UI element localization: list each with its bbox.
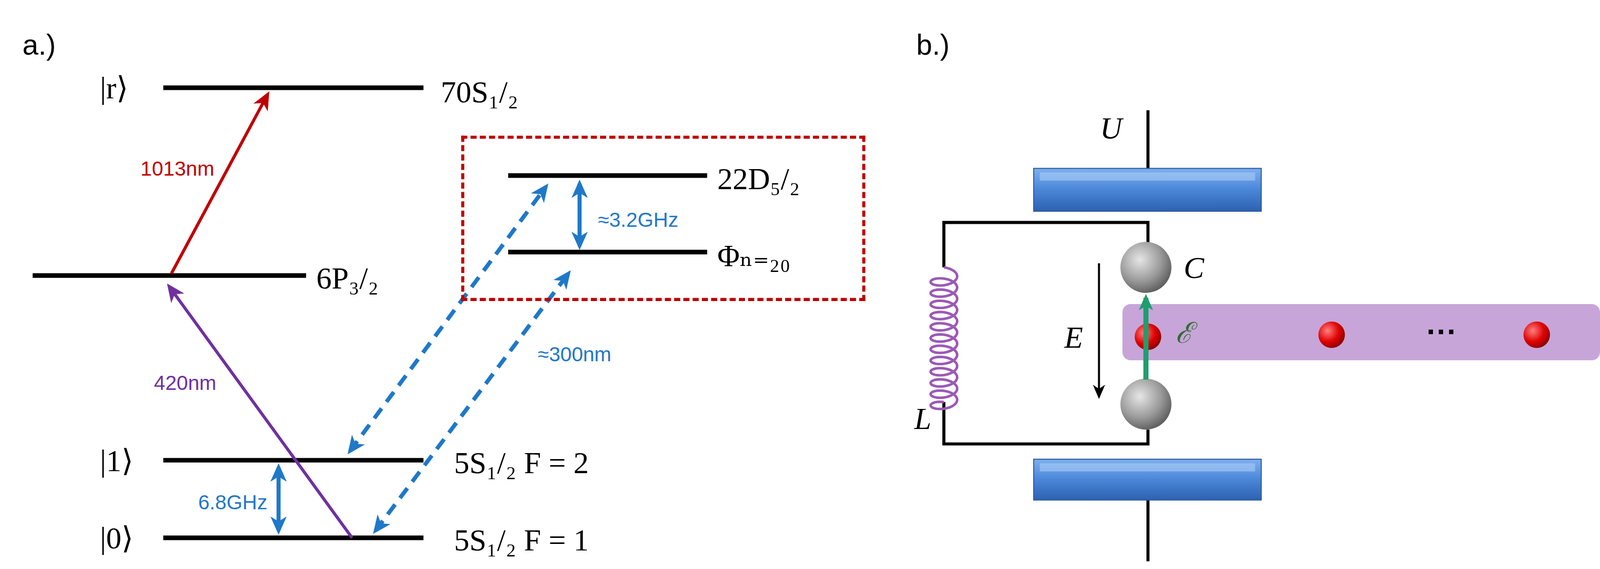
capacitor-label: C [1183, 250, 1205, 284]
level-line [163, 535, 424, 540]
laser-arrow [169, 286, 353, 538]
transition-arrow [350, 186, 546, 452]
panel-letter: a.) [22, 30, 56, 62]
capacitor-plate [1033, 168, 1262, 212]
wavelength-label: ≈300nm [537, 342, 612, 366]
plate-bevel [1039, 463, 1255, 472]
electrode-sphere [1120, 378, 1172, 430]
frequency-label: 6.8GHz [198, 490, 268, 514]
wavelength-label: 420nm [154, 371, 217, 394]
field-symbol: ℰ [1175, 318, 1194, 350]
level-line [508, 173, 708, 178]
voltage-label: U [1099, 110, 1122, 145]
level-label: 22D₅/₂ [717, 161, 801, 196]
electrode-sphere [1120, 241, 1172, 294]
transition-arrow [375, 273, 568, 531]
wavelength-label: 1013nm [140, 157, 215, 180]
level-label: 70S₁/₂ [441, 74, 519, 109]
level-line [508, 249, 708, 255]
splitting-arrow [577, 183, 582, 246]
energy-levels [32, 87, 707, 538]
level-label: Φₙ₌₂₀ [717, 238, 791, 272]
panel-letter: b.) [916, 30, 950, 62]
state-label: |r⟩ [99, 70, 128, 105]
level-line [32, 273, 307, 278]
ellipsis: ··· [1426, 314, 1458, 349]
level-label: 5S₁/₂ F = 2 [454, 445, 590, 480]
capacitor-plate [1033, 459, 1262, 500]
atom-band: ℰ ··· [1122, 304, 1600, 361]
wire [943, 401, 1148, 444]
level-label: 5S₁/₂ F = 1 [454, 522, 590, 557]
wire [1146, 500, 1150, 562]
level-label: 6P₃/₂ [316, 260, 379, 295]
field-arrow [1097, 263, 1100, 396]
dashed-group-box: 22D₅/₂ Φₙ₌₂₀ ≈3.2GHz [461, 135, 865, 301]
inductor-label: L [914, 401, 932, 435]
frequency-label: ≈3.2GHz [598, 208, 679, 231]
state-label: |1⟩ [99, 443, 134, 478]
state-label: |0⟩ [99, 520, 134, 555]
field-label: E [1064, 320, 1083, 354]
plate-bevel [1039, 172, 1255, 181]
wire [1146, 110, 1150, 170]
inductor-symbol [930, 267, 958, 409]
level-line [163, 85, 424, 90]
splitting-arrow [276, 467, 281, 531]
wire [943, 222, 1148, 267]
laser-arrow [171, 94, 268, 274]
